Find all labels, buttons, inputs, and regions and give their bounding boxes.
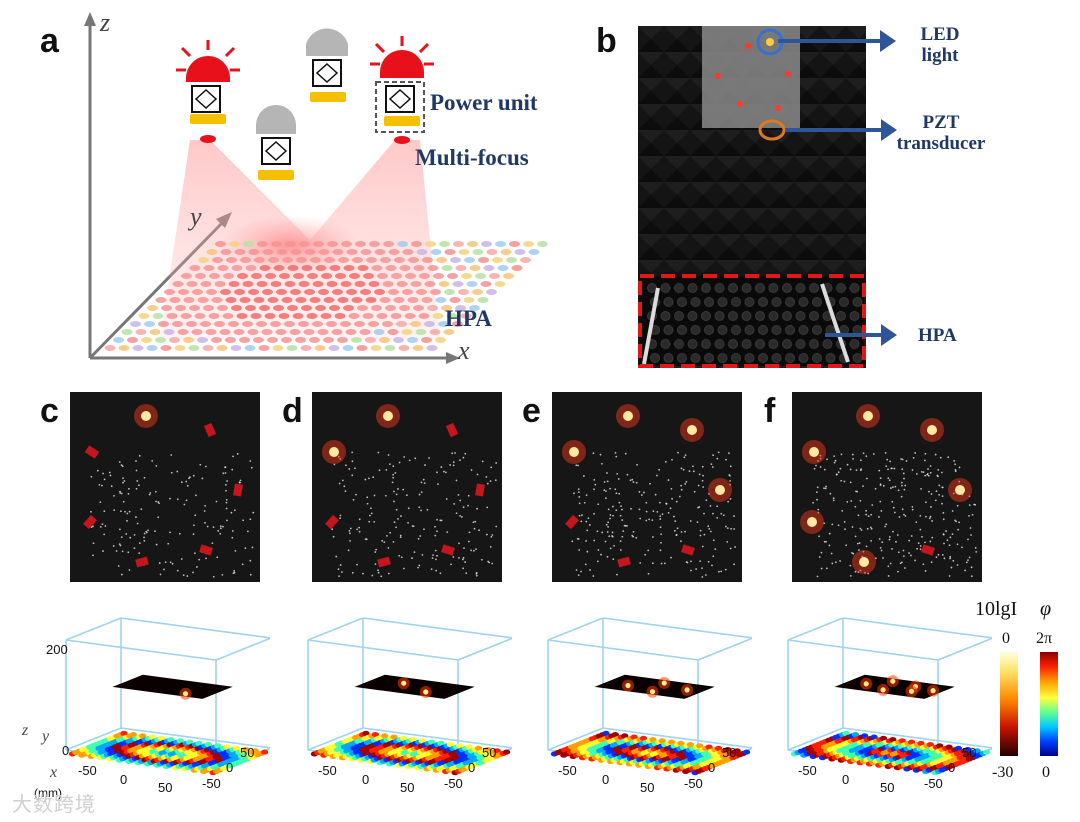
hpa-arrow (825, 333, 883, 337)
y-axis-label: y (190, 202, 202, 232)
y-tick-50-e: 50 (722, 745, 736, 760)
phase-min-label: 0 (1042, 764, 1050, 782)
z-tick-200: 200 (46, 642, 68, 657)
y-tick-0-e: 0 (708, 760, 715, 775)
panel-c-letter: c (40, 392, 59, 431)
y-tick-neg50-f: -50 (924, 776, 943, 791)
x-tick-0: 0 (120, 772, 127, 787)
plot3d-c (30, 598, 270, 798)
x-tick-50: 50 (158, 780, 172, 795)
power-unit-label: Power unit (430, 90, 538, 116)
pzt-label: PZT transducer (882, 112, 1000, 154)
pzt-label-line1: PZT (882, 112, 1000, 133)
intensity-min-label: -30 (992, 764, 1013, 782)
panel-b-photo (638, 26, 866, 368)
panel-b-letter: b (596, 22, 617, 61)
y-tick-50-d: 50 (482, 745, 496, 760)
watermark-text: 大数跨境 (12, 788, 96, 817)
photo-f (792, 392, 982, 582)
led-label: LED light (905, 24, 975, 66)
pzt-label-line2: transducer (882, 133, 1000, 154)
x-tick-neg50-f: -50 (798, 763, 817, 778)
power-unit-gray-top (306, 29, 348, 102)
y-tick-0: 0 (226, 760, 233, 775)
multi-focus-label: Multi-focus (415, 145, 529, 171)
pzt-arrow (785, 128, 883, 132)
plot3d-d (272, 598, 512, 798)
phase-max-label: 2π (1036, 630, 1052, 648)
acoustic-beams (160, 140, 440, 340)
y-tick-50-f: 50 (962, 745, 976, 760)
phase-colorbar-title: φ (1040, 598, 1051, 621)
x-tick-0-e: 0 (602, 772, 609, 787)
plot-y-axis-label: y (42, 728, 49, 746)
power-unit-gray-lower (256, 105, 296, 180)
y-tick-neg50-d: -50 (444, 776, 463, 791)
y-tick-neg50-e: -50 (684, 776, 703, 791)
panel-d-letter: d (282, 392, 303, 431)
y-tick-neg50: -50 (202, 776, 221, 791)
z-tick-0: 0 (62, 743, 69, 758)
intensity-max-label: 0 (1002, 630, 1010, 648)
intensity-colorbar-title: 10lgI (975, 598, 1017, 621)
x-tick-50-e: 50 (640, 780, 654, 795)
x-tick-neg50-e: -50 (558, 763, 577, 778)
phase-colorbar (1040, 652, 1058, 756)
x-tick-0-f: 0 (842, 772, 849, 787)
plot-x-axis-label: x (50, 764, 57, 782)
led-arrow (778, 39, 882, 43)
x-tick-neg50-d: -50 (318, 763, 337, 778)
x-tick-0-d: 0 (362, 772, 369, 787)
z-axis-label: z (100, 8, 110, 38)
y-tick-0-f: 0 (948, 760, 955, 775)
hpa-label-a: HPA (445, 306, 492, 332)
hpa-label-b: HPA (918, 325, 957, 347)
intensity-colorbar (1000, 652, 1018, 756)
plot3d-f (752, 598, 992, 798)
y-tick-50: 50 (240, 745, 254, 760)
x-tick-neg50: -50 (78, 763, 97, 778)
photo-d (312, 392, 502, 582)
panel-f-letter: f (764, 392, 775, 431)
led-label-line2: light (905, 45, 975, 66)
led-label-line1: LED (905, 24, 975, 45)
photo-c (70, 392, 260, 582)
plot3d-e (512, 598, 752, 798)
photo-e (552, 392, 742, 582)
x-tick-50-d: 50 (400, 780, 414, 795)
z-axis-arrowhead (84, 12, 96, 26)
panel-e-letter: e (522, 392, 541, 431)
power-unit-red-right (370, 36, 434, 144)
plot-z-axis-label: z (22, 722, 28, 740)
power-unit-red-left (176, 40, 240, 143)
x-axis-label: x (458, 336, 470, 366)
y-tick-0-d: 0 (468, 760, 475, 775)
x-tick-50-f: 50 (880, 780, 894, 795)
